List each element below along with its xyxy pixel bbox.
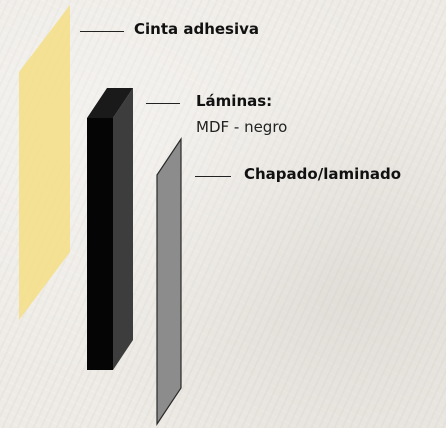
veneer-layer: [156, 137, 182, 426]
adhesive-tape-layer: [19, 5, 70, 320]
sheets-leader-line: [146, 103, 180, 104]
tape-label: Cinta adhesiva: [134, 20, 260, 38]
mdf-sheet-side: [113, 88, 133, 370]
tape-leader-line: [80, 31, 124, 32]
mdf-sheet-top: [87, 88, 133, 118]
veneer-leader-line: [195, 176, 231, 177]
veneer-label: Chapado/laminado: [244, 165, 402, 183]
mdf-sheet-front: [87, 118, 113, 370]
sheets-label: Láminas:: [196, 92, 273, 110]
sheets-material-label: MDF - negro: [196, 118, 288, 136]
